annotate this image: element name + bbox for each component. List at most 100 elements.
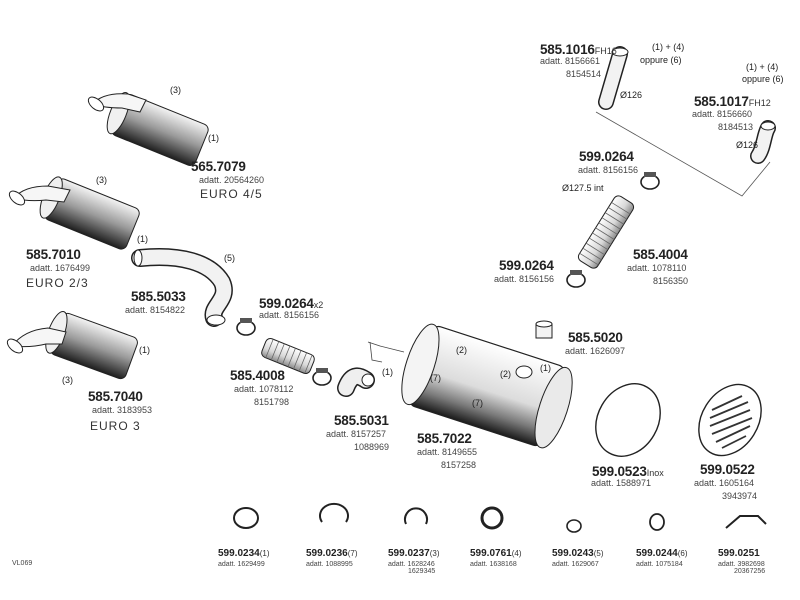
main-silencer-585-7022 xyxy=(367,323,573,449)
fitting-label-599-0251: 599.0251 adatt. 3982698 20367256 xyxy=(718,543,765,575)
part-599-0264-x2: 599.0264x2 xyxy=(259,295,323,313)
flex-pipe-585-4004 xyxy=(577,195,635,269)
part-adatt-2: 8184513 xyxy=(718,122,754,132)
ref-mark: oppure (6) xyxy=(640,55,682,65)
callout: (2) xyxy=(500,369,511,379)
part-adatt: adatt. 8156661 xyxy=(540,56,601,66)
part-adatt: adatt. 8157257 xyxy=(326,429,387,439)
elbow-585-5031 xyxy=(337,367,375,397)
fitting-mark: (4) xyxy=(511,549,522,558)
fitting-label-599-0761: 599.0761(4) adatt. 1638168 xyxy=(470,543,522,568)
part-585-1016: 585.1016FH16 xyxy=(540,41,617,59)
callout: (3) xyxy=(62,375,73,385)
part-note: EURO 2/3 xyxy=(26,276,89,290)
part-note: EURO 3 xyxy=(90,419,141,433)
callout: (1) xyxy=(139,345,150,355)
callout: (7) xyxy=(472,398,483,408)
ref-mark: (1) + (4) xyxy=(652,42,685,52)
fitting-mark: (5) xyxy=(593,549,604,558)
fitting-code: 599.0244 xyxy=(636,548,678,559)
part-code: 585.1017 xyxy=(694,94,749,109)
part-code: 599.0523 xyxy=(592,464,647,479)
fitting-mark: (7) xyxy=(347,549,358,558)
fitting-code: 599.0236 xyxy=(306,548,348,559)
part-599-0523: 599.0523Inox xyxy=(592,463,664,481)
part-code: 585.7022 xyxy=(417,431,472,446)
fitting-mark: (3) xyxy=(429,549,440,558)
fitting-adatt: adatt. 1629067 xyxy=(552,561,599,568)
part-code: 585.1016 xyxy=(540,42,595,57)
fitting-mark: (1) xyxy=(259,549,270,558)
clamp-599-0264-d xyxy=(640,172,660,190)
part-adatt: adatt. 8156156 xyxy=(259,310,320,320)
part-code: 585.5031 xyxy=(334,413,389,428)
part-adatt: adatt. 1588971 xyxy=(591,478,652,488)
fitting-label-599-0237: 599.0237(3) adatt. 1628246 1629345 xyxy=(388,543,440,575)
callout: (1) xyxy=(382,367,393,377)
part-adatt: adatt. 1078112 xyxy=(234,384,294,394)
part-code: 585.7040 xyxy=(88,389,143,404)
callout: (5) xyxy=(224,253,235,263)
fitting-599-0237 xyxy=(404,507,428,525)
part-adatt-2: 3943974 xyxy=(722,491,758,501)
part-suffix: x2 xyxy=(313,300,324,310)
fitting-599-0251 xyxy=(725,515,767,529)
diameter-label: Ø126 xyxy=(736,140,759,150)
part-adatt: adatt. 20564260 xyxy=(199,175,265,185)
ref-mark: oppure (6) xyxy=(742,74,784,84)
part-code: 565.7079 xyxy=(191,159,246,174)
callout: (1) xyxy=(208,133,219,143)
part-suffix: Inox xyxy=(646,468,664,478)
part-code: 585.5033 xyxy=(131,289,186,304)
part-code: 599.0264 xyxy=(499,258,554,273)
fitting-label-599-0236: 599.0236(7) adatt. 1088995 xyxy=(306,543,358,568)
diameter-label: Ø127.5 int xyxy=(562,183,604,193)
fitting-adatt: adatt. 3982698 xyxy=(718,561,765,568)
part-adatt: adatt. 1078110 xyxy=(627,263,687,273)
fitting-label-599-0234: 599.0234(1) adatt. 1629499 xyxy=(218,543,270,568)
part-suffix: FH16 xyxy=(594,46,617,56)
part-adatt: adatt. 1626097 xyxy=(565,346,626,356)
fitting-label-599-0243: 599.0243(5) adatt. 1629067 xyxy=(552,543,604,568)
part-adatt-2: 8156350 xyxy=(653,276,689,286)
fitting-599-0243 xyxy=(566,519,582,533)
part-adatt: adatt. 1605164 xyxy=(694,478,755,488)
silencer-585-7040 xyxy=(6,310,138,380)
part-suffix: FH12 xyxy=(748,98,771,108)
fitting-label-599-0244: 599.0244(6) adatt. 1075184 xyxy=(636,543,688,568)
cover-599-0523 xyxy=(595,383,661,457)
fitting-code: 599.0234 xyxy=(218,548,260,559)
part-adatt-2: 8151798 xyxy=(254,397,290,407)
ref-mark: (1) + (4) xyxy=(746,62,779,72)
fitting-adatt: adatt. 1629499 xyxy=(218,561,265,568)
fitting-599-0234 xyxy=(233,507,259,529)
fitting-adatt-2: 20367256 xyxy=(734,568,766,575)
silencer-565-7079 xyxy=(87,92,209,166)
part-code: 599.0264 xyxy=(579,149,634,164)
fitting-adatt: adatt. 1638168 xyxy=(470,561,517,568)
fitting-code: 599.0251 xyxy=(718,548,760,559)
silencer-585-7010 xyxy=(8,176,140,250)
clamp-599-0264-a xyxy=(236,318,256,336)
fitting-599-0236 xyxy=(319,502,349,523)
callout: (1) xyxy=(540,363,551,373)
part-adatt: adatt. 1676499 xyxy=(30,263,91,273)
fitting-code: 599.0237 xyxy=(388,548,430,559)
callout: (1) xyxy=(137,234,148,244)
flex-pipe-585-4008 xyxy=(261,337,315,375)
callout: (3) xyxy=(96,175,107,185)
part-adatt: adatt. 8156156 xyxy=(494,274,555,284)
part-note: EURO 4/5 xyxy=(200,187,263,201)
part-code: 585.7010 xyxy=(26,247,81,262)
callout: (2) xyxy=(456,345,467,355)
part-code: 585.4008 xyxy=(230,368,285,383)
fitting-adatt: adatt. 1628246 xyxy=(388,561,435,568)
fitting-599-0244 xyxy=(649,513,665,531)
clamp-599-0264-b xyxy=(312,368,332,386)
assembly-line xyxy=(595,111,771,197)
fitting-mark: (6) xyxy=(677,549,688,558)
part-code: 585.4004 xyxy=(633,247,688,262)
part-adatt: adatt. 8156660 xyxy=(692,109,753,119)
grille-599-0522 xyxy=(698,383,762,457)
